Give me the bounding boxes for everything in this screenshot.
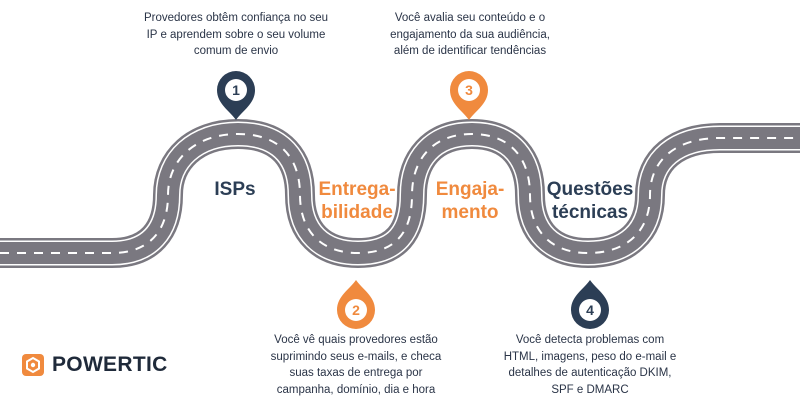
powertic-logo: POWERTIC: [22, 353, 168, 377]
pin-marker-1: 1: [217, 71, 255, 120]
step-2-label-line: bilidade: [321, 202, 393, 223]
powertic-logo-icon: [22, 354, 44, 376]
step-4-description-line: detalhes de autenticação DKIM,: [508, 367, 672, 379]
step-1-label: ISPs: [190, 178, 280, 201]
logo-text: POWERTIC: [52, 353, 168, 376]
step-4-label-line: Questões: [546, 179, 634, 200]
step-1-label-line: ISPs: [214, 179, 256, 200]
step-1-description-line: comum de envio: [193, 45, 279, 57]
step-3-description: Você avalia seu conteúdo e o engajamento…: [370, 10, 570, 60]
step-4-description-line: Você detecta problemas com: [515, 334, 665, 346]
pin-2-number: 2: [352, 302, 360, 318]
step-3-description-line: além de identificar tendências: [393, 45, 547, 57]
road-surface: [0, 123, 800, 264]
step-2-description-line: Você vê quais provedores estão: [274, 334, 438, 346]
step-4-description-line: SPF e DMARC: [551, 383, 629, 396]
step-3-label: Engaja- mento: [418, 178, 522, 224]
step-2-label-line: Entrega-: [318, 179, 396, 200]
step-1-description: Provedores obtêm confiança no seu IP e a…: [136, 10, 336, 60]
pin-1-number: 1: [232, 82, 240, 98]
step-2-description: Você vê quais provedores estão suprimind…: [256, 332, 456, 398]
step-3-label-line: mento: [441, 202, 499, 223]
step-1-description-line: Provedores obtêm confiança no seu: [143, 12, 329, 24]
step-4-description-line: HTML, imagens, peso do e-mail e: [503, 350, 677, 363]
step-4-label: Questões técnicas: [533, 178, 647, 224]
step-1-description-line: IP e aprendem sobre o seu volume: [146, 28, 326, 41]
step-2-description-line: suas taxas de entrega por: [289, 367, 423, 379]
step-2-label: Entrega- bilidade: [305, 178, 409, 224]
pin-marker-2: 2: [337, 280, 375, 329]
step-4-label-line: técnicas: [551, 202, 629, 223]
pin-marker-4: 4: [571, 280, 609, 329]
step-4-description: Você detecta problemas com HTML, imagens…: [490, 332, 690, 398]
step-3-description-line: engajamento da sua audiência,: [390, 28, 550, 41]
pin-marker-3: 3: [450, 71, 488, 120]
step-2-description-line: suprimindo seus e-mails, e checa: [270, 350, 442, 363]
pin-4-number: 4: [586, 302, 594, 318]
step-2-description-line: campanha, domínio, dia e hora: [276, 383, 436, 396]
pin-3-number: 3: [465, 82, 473, 98]
step-3-label-line: Engaja-: [435, 179, 505, 200]
step-3-description-line: Você avalia seu conteúdo e o: [394, 12, 546, 24]
